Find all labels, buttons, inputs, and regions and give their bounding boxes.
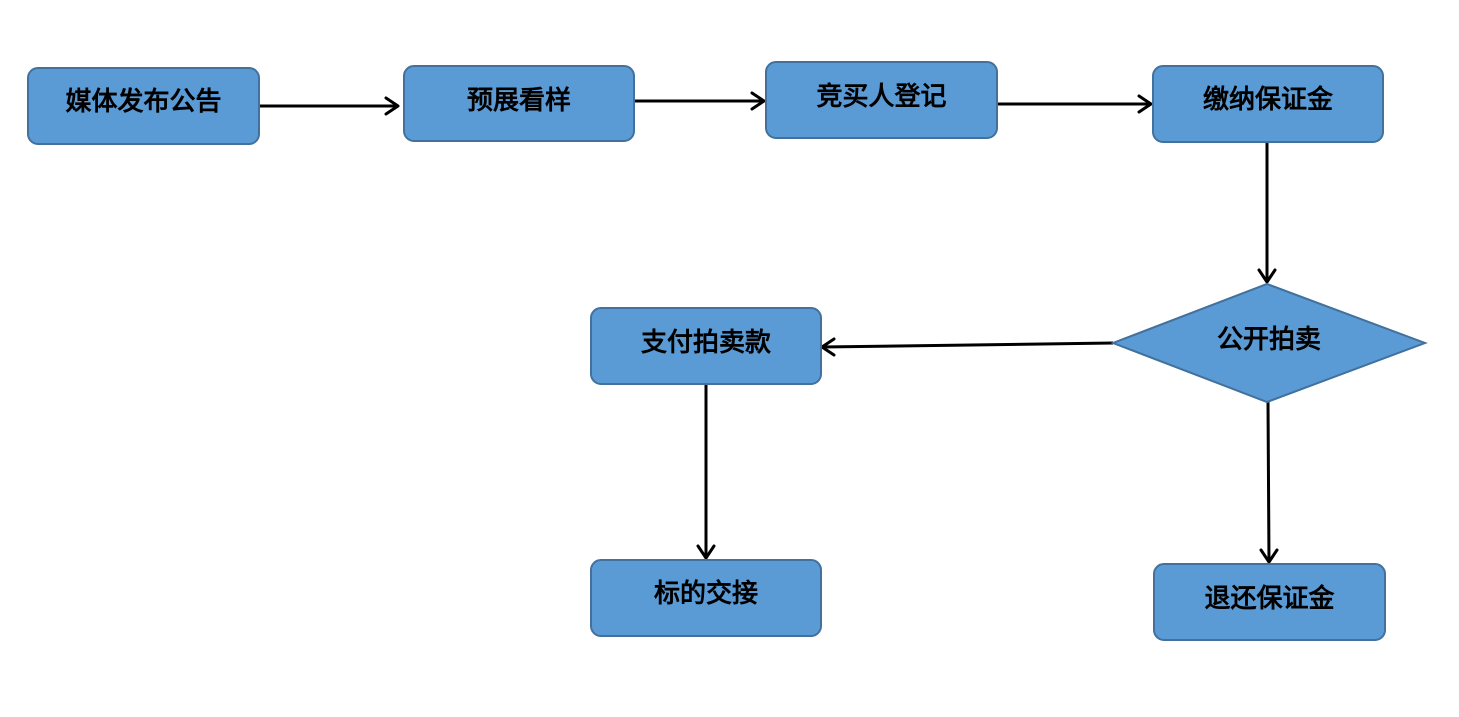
node-pay-auction-price-label: 支付拍卖款	[641, 328, 772, 358]
node-refund-deposit-label: 退还保证金	[1204, 583, 1335, 614]
connector-preview-to-registration	[634, 91, 766, 111]
node-item-handover-label: 标的交接	[654, 578, 758, 609]
node-preview-viewing: 预展看样	[403, 65, 635, 142]
node-bidder-registration: 竞买人登记	[765, 61, 998, 139]
node-refund-deposit: 退还保证金	[1153, 563, 1386, 641]
node-public-auction-label: 公开拍卖	[1217, 325, 1321, 355]
node-pay-deposit-label: 缴纳保证金	[1203, 84, 1334, 115]
node-pay-deposit: 缴纳保证金	[1152, 65, 1384, 143]
node-bidder-registration-label: 竞买人登记	[816, 81, 946, 112]
node-pay-auction-price: 支付拍卖款	[590, 307, 822, 385]
connector-deposit-to-auction	[1257, 142, 1277, 284]
connector-auction-to-refund	[1259, 401, 1279, 564]
node-media-announcement: 媒体发布公告	[27, 67, 260, 145]
connector-auction-to-payment	[820, 337, 1114, 357]
node-public-auction: 公开拍卖	[1110, 282, 1428, 404]
connector-registration-to-deposit	[997, 94, 1153, 114]
node-item-handover: 标的交接	[590, 559, 822, 637]
node-media-announcement-label: 媒体发布公告	[65, 86, 221, 117]
node-preview-viewing-label: 预展看样	[467, 85, 571, 116]
connector-payment-to-handover	[696, 384, 716, 560]
connector-announcement-to-preview	[259, 96, 400, 116]
